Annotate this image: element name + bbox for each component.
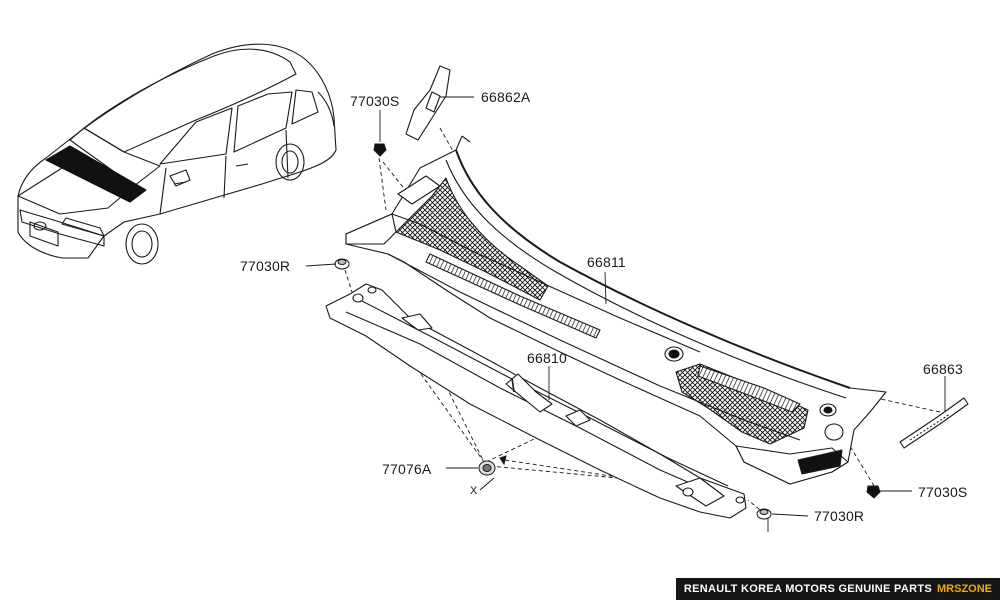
footer-zone-text: MRSZONE <box>937 583 992 595</box>
x-marker-label: X <box>470 485 478 497</box>
cowl-top-panel <box>345 135 887 485</box>
grommet-77030R-left <box>334 258 350 270</box>
clip-77030S-top <box>373 143 387 157</box>
cowl-lower-panel <box>325 283 747 519</box>
label-66863: 66863 <box>923 361 963 377</box>
label-77030R-left: 77030R <box>240 258 291 274</box>
label-77030S-right: 77030S <box>918 484 968 500</box>
seal-part-66863 <box>899 397 969 449</box>
nut-77076A <box>478 460 496 476</box>
grommet-77030R-bottom <box>756 508 772 520</box>
label-77030R-bottom: 77030R <box>814 508 865 524</box>
label-77030S-top: 77030S <box>350 93 400 109</box>
footer-brand-bar: RENAULT KOREA MOTORS GENUINE PARTS MRSZO… <box>675 578 1000 600</box>
label-77076A: 77076A <box>382 461 432 477</box>
clip-77030S-right <box>866 485 881 499</box>
label-66810: 66810 <box>527 350 567 366</box>
car-illustration <box>17 43 337 265</box>
label-66862A: 66862A <box>481 89 531 105</box>
x-marker-symbol <box>479 455 507 491</box>
seal-part-66862A <box>405 65 451 141</box>
label-leader-lines <box>305 96 946 532</box>
footer-brand-text: RENAULT KOREA MOTORS GENUINE PARTS <box>683 583 932 595</box>
label-66811: 66811 <box>587 254 626 270</box>
